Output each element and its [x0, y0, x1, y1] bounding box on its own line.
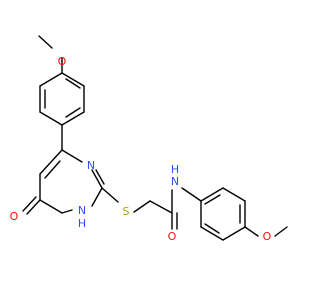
bond-c2-s [101, 187, 119, 203]
atom-o-amide: O [168, 230, 177, 243]
bond-ring-carbonyl-1 [26, 199, 41, 215]
bond-ch2-carbonyl [149, 200, 173, 214]
bond-ring-carbonyl-2 [22, 196, 37, 212]
bond-phenyl-top-double-1 [65, 78, 81, 89]
bond-o-methyl-bottom [274, 226, 288, 237]
bond-ring-n-c2-double [95, 169, 105, 185]
bond-phenyl-bottom-double-1 [204, 194, 221, 205]
atom-h-ring-nh: H [78, 217, 86, 230]
bond-ring-double [44, 160, 61, 179]
bond-phenyl-bottom-1 [200, 187, 224, 202]
atom-h-amide: H [171, 163, 179, 176]
molecule-structure: O O N N H S N H O O [10, 35, 288, 243]
bond-phenyl-top-double-2 [65, 107, 81, 118]
bond-ring-c-n-upper [61, 149, 83, 163]
bond-phenyl-top-1 [61, 72, 85, 87]
bond-ring-c4-c-top [39, 149, 63, 175]
atom-label-layer: O O N N H S N H O O [10, 55, 272, 243]
bond-phenyl-top-3 [61, 111, 85, 126]
bond-phenyl-top-4 [39, 111, 63, 126]
atom-o-top-methoxy: O [58, 55, 67, 68]
bond-phenyl-o-bottom [244, 226, 259, 237]
bond-phenyl-bottom-double-3 [204, 223, 220, 234]
bond-methyl-o-top [38, 35, 53, 49]
bond-ring-n-c2 [91, 169, 103, 189]
atom-n-ring-upper: N [87, 159, 95, 172]
atom-o-ring-carbonyl: O [10, 210, 19, 223]
bond-phenyl-bottom-4 [222, 226, 246, 241]
atom-o-bottom-methoxy: O [263, 230, 272, 243]
atom-s-thioether: S [123, 205, 130, 218]
bond-phenyl-top-6 [39, 72, 63, 87]
bond-layer [22, 35, 288, 241]
molecule-canvas: O O N N H S N H O O [9, 35, 288, 243]
bond-phenyl-bottom-2 [222, 187, 246, 202]
bond-amide-n-phenyl [181, 187, 202, 202]
bond-ring-c6-c5 [39, 199, 63, 214]
bond-ring-c2-nh [91, 187, 103, 207]
bond-phenyl-bottom-5 [200, 226, 224, 241]
atom-n-ring-lower: N [78, 204, 86, 217]
bond-s-ch2 [133, 200, 151, 213]
atom-n-amide: N [171, 175, 179, 188]
bond-ring-nh-c6 [61, 209, 73, 214]
